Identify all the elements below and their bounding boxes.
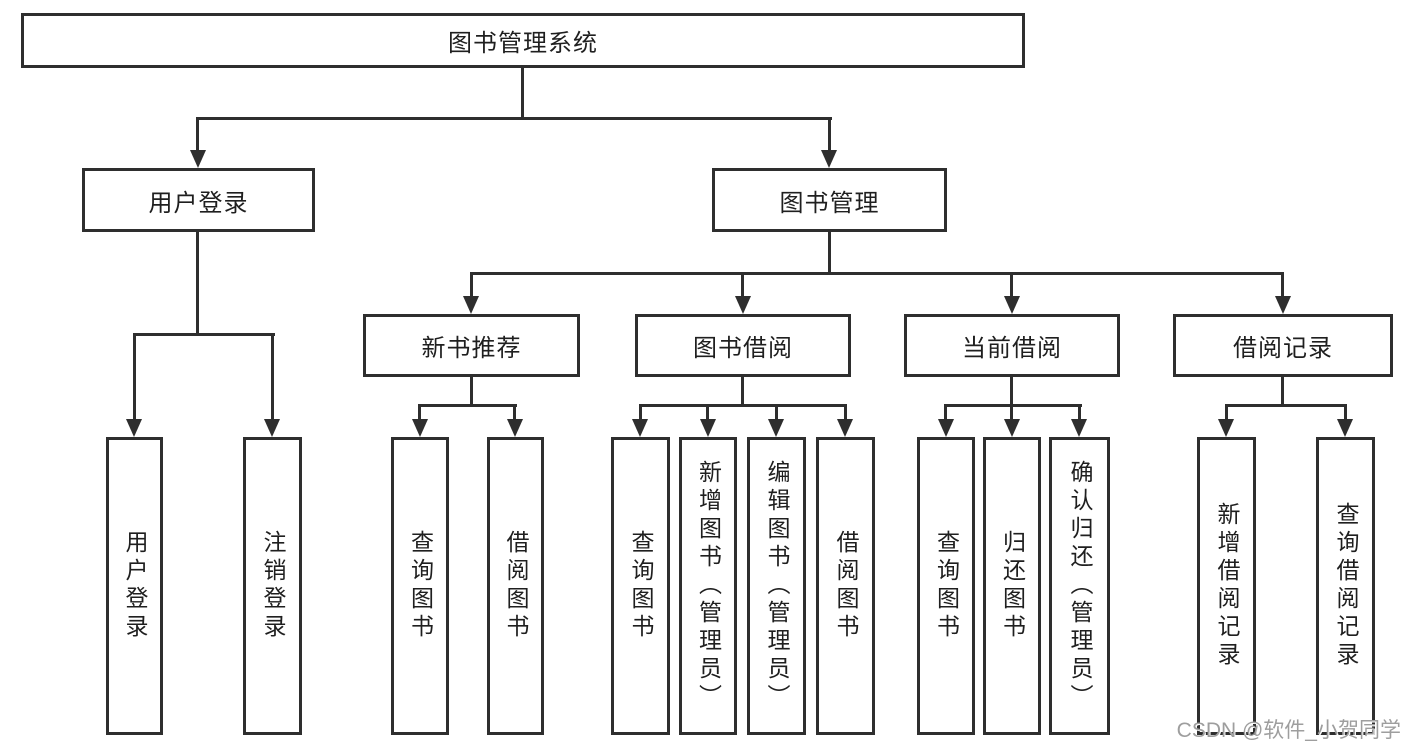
- node-current-borrow-label: 当前借阅: [962, 335, 1062, 362]
- arrowhead-bb-query: [632, 419, 648, 437]
- arrowhead-borrow-records: [1275, 296, 1291, 314]
- node-book-management-label: 图书管理: [779, 189, 880, 217]
- connector-drop-nbr-query: [418, 406, 421, 419]
- leaf-records-add-record: 新增借阅记录: [1197, 437, 1256, 735]
- arrowhead-user-login: [190, 150, 206, 168]
- connector-nbr-crossbar: [418, 404, 517, 407]
- leaf-current-return-books: 归还图书: [983, 437, 1041, 735]
- connector-drop-br-query: [1344, 406, 1347, 419]
- leaf-current-query-books: 查询图书: [917, 437, 975, 735]
- connector-drop-nbr-borrow: [513, 406, 516, 419]
- connector-user-login-crossbar: [133, 333, 275, 336]
- node-current-borrow: 当前借阅: [904, 314, 1120, 377]
- arrowhead-book-management: [821, 150, 837, 168]
- arrowhead-leaf-logout: [264, 419, 280, 437]
- leaf-user-login: 用户登录: [106, 437, 163, 735]
- connector-drop-bb-add: [706, 406, 709, 419]
- leaf-logout: 注销登录: [243, 437, 302, 735]
- connector-drop-leaf-logout: [271, 335, 274, 420]
- connector-cb-crossbar: [944, 404, 1082, 407]
- node-root: 图书管理系统: [21, 13, 1025, 68]
- connector-user-login-stem: [196, 232, 199, 335]
- connector-cb-stem: [1010, 377, 1013, 406]
- connector-drop-book-management: [828, 119, 831, 152]
- connector-root-stem: [521, 68, 524, 118]
- connector-drop-new-book-recommend: [470, 274, 473, 298]
- leaf-borrow-borrow-books-label: 借阅图书: [833, 530, 859, 642]
- leaf-current-confirm-return-admin: 确认归还（管理员）: [1049, 437, 1110, 735]
- connector-drop-br-add: [1225, 406, 1228, 419]
- arrowhead-new-book-recommend: [463, 296, 479, 314]
- connector-nbr-stem: [470, 377, 473, 406]
- connector-drop-bb-query: [639, 406, 642, 419]
- leaf-records-query-record: 查询借阅记录: [1316, 437, 1375, 735]
- leaf-records-query-record-label: 查询借阅记录: [1333, 502, 1359, 670]
- node-root-label: 图书管理系统: [448, 30, 598, 57]
- node-book-management: 图书管理: [712, 168, 947, 232]
- connector-bb-crossbar: [639, 404, 847, 407]
- leaf-newbook-query-books-label: 查询图书: [407, 530, 434, 642]
- connector-bb-stem: [741, 377, 744, 406]
- leaf-newbook-borrow-books-label: 借阅图书: [503, 530, 529, 642]
- connector-br-stem: [1281, 377, 1284, 406]
- arrowhead-cb-return: [1004, 419, 1020, 437]
- leaf-current-query-books-label: 查询图书: [933, 530, 960, 642]
- connector-drop-leaf-user-login: [133, 335, 136, 420]
- connector-drop-borrow-records: [1281, 274, 1284, 298]
- node-user-login: 用户登录: [82, 168, 315, 232]
- leaf-current-confirm-return-admin-label: 确认归还（管理员）: [1067, 460, 1093, 712]
- arrowhead-nbr-query: [412, 419, 428, 437]
- leaf-records-add-record-label: 新增借阅记录: [1214, 502, 1240, 670]
- connector-drop-cb-return: [1010, 406, 1013, 419]
- leaf-borrow-add-books-admin: 新增图书（管理员）: [679, 437, 737, 735]
- leaf-borrow-query-books-label: 查询图书: [628, 530, 654, 642]
- leaf-current-return-books-label: 归还图书: [999, 530, 1026, 642]
- connector-drop-user-login: [196, 119, 199, 152]
- node-new-book-recommend-label: 新书推荐: [421, 335, 522, 362]
- node-borrow-records-label: 借阅记录: [1233, 335, 1333, 362]
- connector-root-crossbar: [196, 117, 832, 120]
- arrowhead-bb-edit: [768, 419, 784, 437]
- connector-drop-cb-confirm: [1078, 406, 1081, 419]
- arrowhead-current-borrow: [1004, 296, 1020, 314]
- node-book-borrow-label: 图书借阅: [693, 335, 793, 362]
- leaf-borrow-add-books-admin-label: 新增图书（管理员）: [695, 460, 722, 712]
- leaf-newbook-borrow-books: 借阅图书: [487, 437, 544, 735]
- arrowhead-bb-add: [700, 419, 716, 437]
- arrowhead-cb-query: [938, 419, 954, 437]
- arrowhead-leaf-user-login: [126, 419, 142, 437]
- node-borrow-records: 借阅记录: [1173, 314, 1393, 377]
- leaf-newbook-query-books: 查询图书: [391, 437, 449, 735]
- connector-br-crossbar: [1225, 404, 1347, 407]
- node-user-login-label: 用户登录: [148, 189, 249, 217]
- arrowhead-br-query: [1337, 419, 1353, 437]
- arrowhead-bb-borrow: [837, 419, 853, 437]
- connector-drop-bb-edit: [775, 406, 778, 419]
- arrowhead-book-borrow: [735, 296, 751, 314]
- connector-drop-current-borrow: [1010, 274, 1013, 298]
- connector-drop-bb-borrow: [844, 406, 847, 419]
- connector-drop-cb-query: [944, 406, 947, 419]
- leaf-user-login-label: 用户登录: [122, 530, 148, 642]
- csdn-watermark: CSDN @软件_小贺同学: [1176, 719, 1401, 742]
- connector-book-management-crossbar: [470, 272, 1284, 275]
- node-book-borrow: 图书借阅: [635, 314, 851, 377]
- arrowhead-nbr-borrow: [507, 419, 523, 437]
- leaf-borrow-edit-books-admin-label: 编辑图书（管理员）: [764, 460, 790, 712]
- node-new-book-recommend: 新书推荐: [363, 314, 580, 377]
- leaf-borrow-query-books: 查询图书: [611, 437, 670, 735]
- leaf-borrow-edit-books-admin: 编辑图书（管理员）: [747, 437, 806, 735]
- connector-book-management-stem: [828, 232, 831, 274]
- arrowhead-cb-confirm: [1071, 419, 1087, 437]
- arrowhead-br-add: [1218, 419, 1234, 437]
- connector-drop-book-borrow: [741, 274, 744, 298]
- leaf-logout-label: 注销登录: [260, 530, 286, 642]
- leaf-borrow-borrow-books: 借阅图书: [816, 437, 875, 735]
